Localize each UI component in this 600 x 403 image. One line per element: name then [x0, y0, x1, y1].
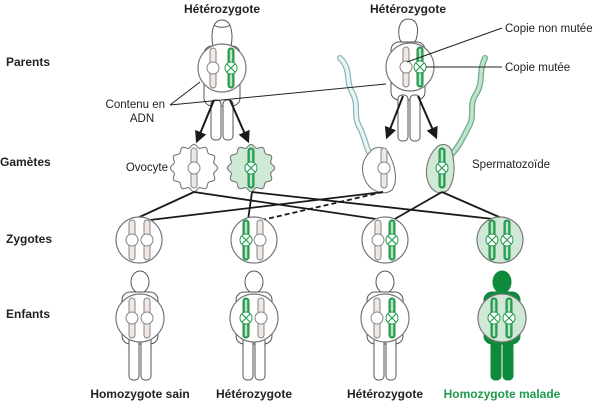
child-head: [130, 270, 150, 294]
child-figure-3: [360, 270, 410, 381]
row-label-zygotes: Zygotes: [6, 232, 52, 246]
line-sperm-healthy-zygote1: [149, 191, 384, 221]
child-dna-disc: [115, 293, 165, 343]
annot-dna-content-line1: Contenu en: [106, 99, 165, 111]
child-leg-right: [254, 335, 266, 381]
child-head: [492, 270, 512, 294]
line-oocyte-mutant-zygote2: [247, 191, 253, 221]
row-label-gametes: Gamètes: [0, 155, 51, 169]
annot-sperm: Spermatozoïde: [472, 159, 550, 171]
child-leg-right: [140, 335, 152, 381]
child-leg-left: [373, 335, 385, 381]
child-dna-disc: [229, 293, 279, 343]
arrow-father-to-sperm-healthy: [384, 95, 404, 140]
row-label-parents: Parents: [6, 55, 50, 69]
child-head: [375, 270, 395, 294]
line-oocyte-healthy-zygote1: [132, 191, 195, 221]
line-sperm-mutant-zygote4: [441, 191, 507, 221]
zygote-mutant-healthy: [230, 216, 278, 264]
child-dna-disc: [477, 293, 527, 343]
arrow-mother-to-oocyte-healthy: [195, 99, 215, 144]
annot-line-non-mutated: [406, 27, 503, 63]
zygote-healthy-mutant: [361, 216, 409, 264]
line-oocyte-mutant-zygote4: [251, 191, 503, 221]
line-sperm-mutant-zygote3: [392, 191, 443, 221]
annot-oocyte: Ovocyte: [126, 162, 168, 174]
annot-non-mutated-copy: Copie non mutée: [505, 23, 593, 35]
annot-mutated-copy: Copie mutée: [505, 62, 570, 74]
oocyte-healthy: [169, 143, 219, 193]
child-caption-3: Hétérozygote: [347, 387, 423, 401]
father-genotype-label: Hétérozygote: [370, 2, 446, 16]
arrow-father-to-sperm-mutant: [417, 95, 438, 140]
child-leg-left: [242, 335, 254, 381]
child-caption-2: Hétérozygote: [216, 387, 292, 401]
row-label-children: Enfants: [6, 307, 50, 321]
child-caption-4: Homozygote malade: [444, 387, 561, 401]
annot-dna-content-line2: ADN: [130, 113, 154, 125]
child-leg-right: [385, 335, 397, 381]
sperm-mutant: [425, 143, 455, 194]
child-figure-1: [115, 270, 165, 381]
arrow-mother-to-oocyte-mutant: [229, 99, 250, 144]
child-figure-2: [229, 270, 279, 381]
zygote-mutant-mutant: [476, 216, 524, 264]
oocyte-mutant: [226, 143, 276, 193]
annot-line-mother-dna: [169, 81, 201, 106]
child-leg-left: [490, 335, 502, 381]
child-leg-left: [128, 335, 140, 381]
mother-dna-disc: [197, 43, 247, 93]
sperm-healthy: [361, 146, 397, 194]
child-leg-right: [502, 335, 514, 381]
annot-line-father-dna: [169, 83, 387, 106]
line-sperm-healthy-zygote2: [261, 191, 384, 221]
child-dna-disc: [360, 293, 410, 343]
line-oocyte-healthy-zygote3: [193, 191, 384, 221]
child-head: [244, 270, 264, 294]
child-figure-4: [477, 270, 527, 381]
mother-genotype-label: Hétérozygote: [184, 2, 260, 16]
zygote-healthy-healthy: [115, 216, 163, 264]
child-caption-1: Homozygote sain: [90, 387, 189, 401]
